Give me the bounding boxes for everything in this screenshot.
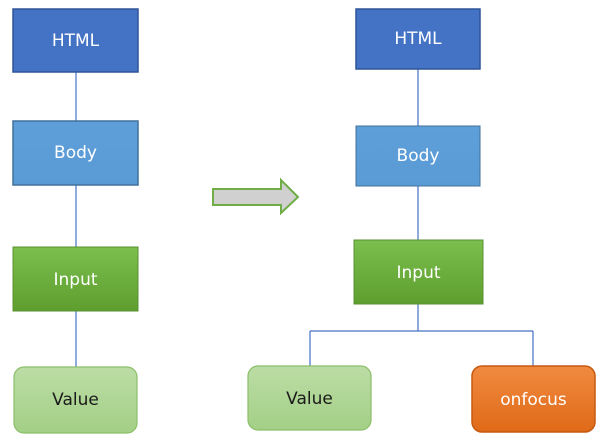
right-connector-input-children [309, 304, 534, 366]
right-body-label: Body [397, 146, 440, 166]
right-tree: HTML Body Input Value onfocus [247, 8, 596, 433]
left-value-label: Value [52, 390, 99, 410]
right-onfocus-node: onfocus [471, 365, 596, 433]
left-html-label: HTML [52, 31, 100, 51]
right-input-node: Input [353, 239, 484, 305]
left-tree: HTML Body Input Value [12, 8, 139, 434]
left-input-label: Input [53, 270, 97, 290]
right-body-node: Body [355, 125, 481, 187]
right-arrow-icon [212, 177, 300, 216]
left-body-label: Body [54, 143, 97, 163]
left-value-node: Value [13, 366, 138, 434]
right-input-label: Input [396, 263, 440, 283]
right-onfocus-label: onfocus [500, 390, 567, 410]
right-html-node: HTML [355, 8, 481, 70]
left-input-node: Input [12, 246, 139, 312]
right-value-label: Value [286, 389, 333, 409]
right-value-node: Value [247, 365, 372, 431]
right-html-label: HTML [394, 29, 442, 49]
left-body-node: Body [12, 120, 139, 186]
left-html-node: HTML [12, 8, 139, 73]
